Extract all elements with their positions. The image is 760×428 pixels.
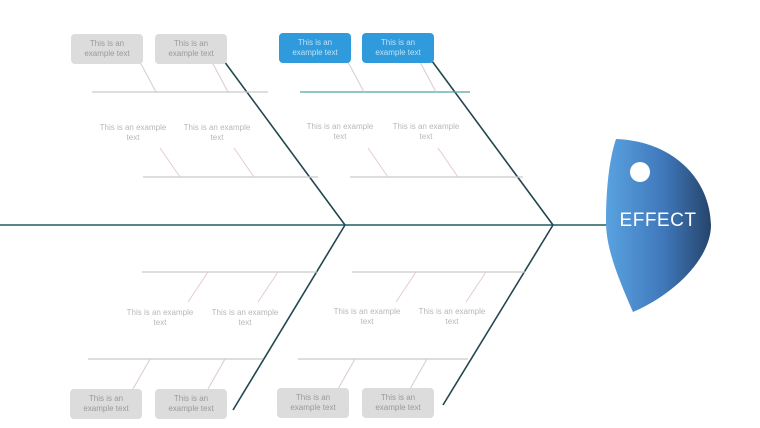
cause-box: This is an example text — [155, 34, 227, 64]
cause-label: This is an example text — [99, 123, 167, 142]
cause-box: This is an example text — [362, 388, 434, 418]
cause-box: This is an example text — [277, 388, 349, 418]
cause-box-highlighted: This is an example text — [279, 33, 351, 63]
connector-line — [395, 271, 417, 303]
connector-line — [211, 61, 229, 93]
cause-box: This is an example text — [70, 389, 142, 419]
rib-lower-left — [232, 224, 346, 411]
cause-label: This is an example text — [418, 307, 486, 326]
cause-label: This is an example text — [211, 308, 279, 327]
connector-line — [465, 271, 487, 303]
cause-label: This is an example text — [392, 122, 460, 141]
cause-box-highlighted: This is an example text — [362, 33, 434, 63]
cause-label: This is an example text — [126, 308, 194, 327]
connector-line — [159, 147, 181, 178]
effect-head-shape — [606, 139, 711, 312]
connector-line — [409, 358, 428, 390]
connector-line — [347, 61, 365, 93]
cause-label: This is an example text — [183, 123, 251, 142]
connector-line — [139, 61, 157, 93]
rib-lower-right — [442, 224, 554, 406]
rib-upper-right — [414, 37, 554, 226]
connector-line — [419, 61, 437, 93]
connector-line — [233, 147, 255, 178]
cause-label: This is an example text — [306, 122, 374, 141]
rib-upper-left — [206, 37, 346, 226]
cause-box: This is an example text — [155, 389, 227, 419]
cause-label: This is an example text — [333, 307, 401, 326]
connector-line — [257, 271, 279, 303]
effect-label: EFFECT — [619, 210, 697, 231]
connector-line — [367, 147, 389, 178]
connector-line — [337, 358, 356, 390]
connector-line — [187, 271, 209, 303]
connector-line — [207, 358, 226, 390]
connector-line — [437, 147, 459, 178]
connector-line — [132, 358, 151, 390]
cause-box: This is an example text — [71, 34, 143, 64]
fish-eye-icon — [630, 162, 650, 182]
